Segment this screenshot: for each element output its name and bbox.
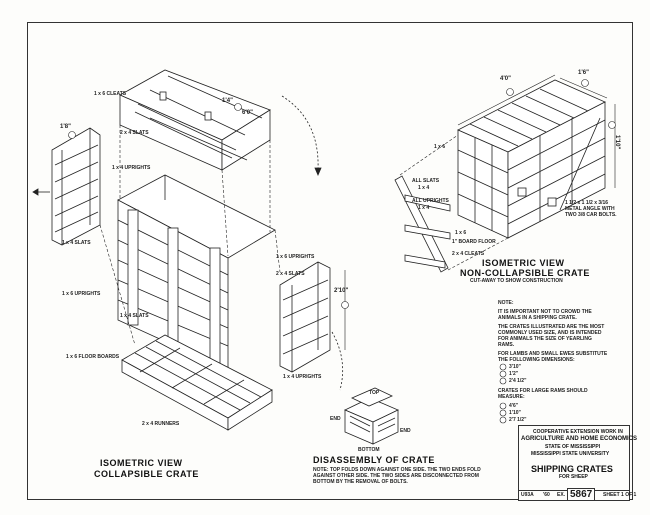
disassembly-bottom: BOTTOM — [358, 447, 380, 453]
notes-heading: NOTE: — [498, 300, 514, 306]
disassembly-top: TOP — [369, 390, 380, 396]
collapsible-right-end — [279, 261, 331, 373]
dim-left-a: 1'8" — [60, 124, 71, 130]
noncollapsible-subtitle: NON-COLLAPSIBLE CRATE — [460, 268, 590, 278]
small-dim-3: 2'4 1/2" — [509, 378, 527, 384]
label-all-uprights: ALL UPRIGHTS — [412, 198, 449, 204]
disassembly-title: DISASSEMBLY OF CRATE — [313, 455, 435, 465]
tb-cell-c: EX. — [557, 492, 566, 498]
label-cleats-right: 2 x 4 CLEATS — [452, 251, 485, 257]
label-uprights-right: 1 x 6 UPRIGHTS — [62, 291, 101, 297]
disassembly-end-right: END — [400, 428, 411, 434]
large-dim-2: 1'10" — [509, 410, 521, 416]
collapsible-title: ISOMETRIC VIEW — [100, 458, 183, 468]
sheet-border — [27, 22, 633, 500]
dim-height-right: 1'10" — [614, 135, 620, 150]
dim-height: 2'10" — [334, 288, 349, 294]
label-all-slats: ALL SLATS — [412, 178, 440, 184]
disassembly-end-left: END — [330, 416, 341, 422]
small-dim-1: 3'10" — [509, 364, 521, 370]
notes-p2: THE CRATES ILLUSTRATED ARE THE MOST COMM… — [498, 324, 605, 348]
disassembly-sketch — [344, 387, 399, 445]
label-one-by-six: 1 x 6 — [434, 144, 446, 150]
notes-p3: FOR LAMBS AND SMALL EWES SUBSTITUTE THE … — [498, 351, 608, 363]
label-one-by-four-b: 1 x 4 — [418, 205, 430, 211]
collapsible-left-end — [51, 127, 101, 246]
label-slats-right: 1 x 4 SLATS — [120, 313, 149, 319]
drawing-for: FOR SHEEP — [559, 474, 588, 480]
noncollapsible-crate — [457, 79, 606, 239]
notes-block: NOTE: IT IS IMPORTANT NOT TO CROWD THE A… — [498, 300, 608, 366]
tb-line3: STATE OF MISSISSIPPI — [545, 444, 601, 450]
tb-cell-a: U93A — [521, 492, 534, 498]
label-metal-angle: 1 1/2 x 1 1/2 x 3/16 METAL ANGLE WITH TW… — [565, 200, 617, 218]
label-one-by-six-b: 1 x 6 — [455, 230, 467, 236]
cutaway-note: CUT-AWAY TO SHOW CONSTRUCTION — [470, 278, 563, 284]
large-dim-1: 4'6" — [509, 403, 519, 409]
label-floor-boards: 1 x 6 FLOOR BOARDS — [66, 354, 120, 360]
label-cleats: 1 x 6 CLEATS — [94, 91, 127, 97]
tb-cell-b: '60 — [543, 492, 550, 498]
dim-top-a: 1'4" — [222, 98, 233, 104]
collapsible-side-panel — [117, 174, 276, 371]
tb-line2: AGRICULTURE AND HOME ECONOMICS — [521, 436, 637, 442]
tb-sheet: SHEET 1 OF 1 — [603, 492, 637, 498]
tb-line1: COOPERATIVE EXTENSION WORK IN — [533, 429, 623, 435]
large-dim-3: 2'7 1/2" — [509, 417, 527, 423]
label-one-by-four-a: 1 x 4 — [418, 185, 430, 191]
drawing-title: SHIPPING CRATES — [531, 464, 613, 474]
label-runners: 2 x 4 RUNNERS — [142, 421, 180, 427]
noncollapsible-title: ISOMETRIC VIEW — [482, 258, 565, 268]
plan-number: 5867 — [567, 488, 596, 501]
notes-p4: CRATES FOR LARGE RAMS SHOULD MEASURE: — [498, 388, 588, 400]
small-dim-2: 1'2" — [509, 371, 519, 377]
label-uprights-side: 1 x 6 UPRIGHTS — [276, 254, 315, 260]
disassembly-note: NOTE: TOP FOLDS DOWN AGAINST ONE SIDE. T… — [313, 467, 481, 485]
cutaway-slats — [394, 175, 451, 273]
collapsible-floor — [121, 334, 273, 431]
label-slats-left: 1 x 4 SLATS — [62, 240, 91, 246]
tb-line4: MISSISSIPPI STATE UNIVERSITY — [531, 451, 610, 457]
title-block: COOPERATIVE EXTENSION WORK IN AGRICULTUR… — [518, 425, 637, 501]
collapsible-subtitle: COLLAPSIBLE CRATE — [94, 469, 199, 479]
dim-length: 4'0" — [500, 76, 511, 82]
label-slats-mid: 2 x 4 SLATS — [276, 271, 305, 277]
dim-top-b: 6'0" — [242, 110, 253, 116]
notes-p1: IT IS IMPORTANT NOT TO CROWD THE ANIMALS… — [498, 309, 592, 321]
collapsible-top-panel — [119, 69, 271, 171]
label-board-floor: 1" BOARD FLOOR — [452, 239, 496, 245]
label-uprights-left: 1 x 4 UPRIGHTS — [112, 165, 151, 171]
label-uprights-bottom: 1 x 4 UPRIGHTS — [283, 374, 322, 380]
dim-width: 1'6" — [578, 70, 589, 76]
label-slats-top: 2 x 4 SLATS — [120, 130, 149, 136]
